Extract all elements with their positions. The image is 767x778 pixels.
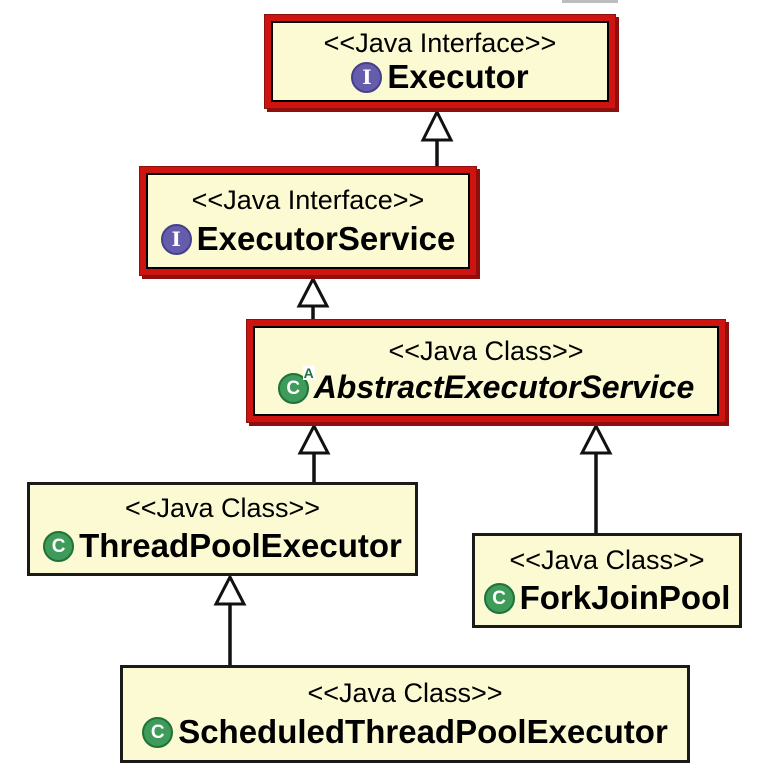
node-name-row: C ForkJoinPool [483,578,731,616]
uml-node-executorservice[interactable]: <<Java Interface>> I ExecutorService [146,173,470,269]
uml-node-scheduledthreadpoolexecutor[interactable]: <<Java Class>> C ScheduledThreadPoolExec… [120,665,690,763]
class-name: Executor [387,57,529,95]
abstract-marker-icon: A [302,364,315,381]
class-name: ThreadPoolExecutor [79,527,402,564]
stereotype-label: <<Java Interface>> [323,27,557,58]
class-name: ScheduledThreadPoolExecutor [178,712,668,750]
generalization-arrow-scheduledthreadpoolexecutor-to-threadpoolexecutor [213,573,247,667]
stereotype-label: <<Java Class>> [307,677,503,708]
java-class-icon: C [483,582,515,614]
node-name-row: C ScheduledThreadPoolExecutor [142,712,668,750]
node-name-row: C ThreadPoolExecutor [43,527,402,564]
stereotype-label: <<Java Class>> [388,336,584,367]
class-name: ForkJoinPool [519,578,731,616]
uml-node-threadpoolexecutor[interactable]: <<Java Class>> C ThreadPoolExecutor [27,482,418,576]
generalization-arrow-forkjoinpool-to-abstractexecutorservice [579,422,613,535]
java-abstract-class-icon: C A [277,365,315,404]
generalization-arrow-threadpoolexecutor-to-abstractexecutorservice [297,422,331,484]
java-interface-icon: I [160,223,192,255]
java-class-icon: C [142,716,174,748]
stereotype-label: <<Java Class>> [124,493,321,524]
stereotype-label: <<Java Interface>> [191,184,425,215]
uml-node-executor[interactable]: <<Java Interface>> I Executor [271,21,609,102]
class-name: ExecutorService [196,219,456,257]
node-name-row: C A AbstractExecutorService [277,365,695,406]
stray-line-artifact [562,0,618,3]
uml-node-forkjoinpool[interactable]: <<Java Class>> C ForkJoinPool [472,533,742,628]
stereotype-label: <<Java Class>> [509,544,705,575]
java-class-icon: C [43,530,75,562]
generalization-arrow-abstractexecutorservice-to-executorservice [296,275,330,320]
node-name-row: I Executor [351,57,529,95]
uml-node-abstractexecutorservice[interactable]: <<Java Class>> C A AbstractExecutorServi… [253,326,719,416]
class-name: AbstractExecutorService [313,369,695,406]
java-interface-icon: I [351,61,383,93]
node-name-row: I ExecutorService [160,219,456,257]
generalization-arrow-executorservice-to-executor [420,108,454,167]
